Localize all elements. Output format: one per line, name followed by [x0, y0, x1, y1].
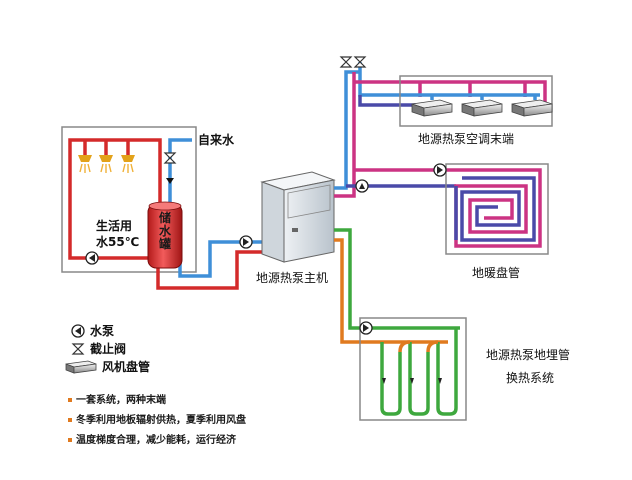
ground-loop-label-2: 换热系统 [506, 371, 555, 385]
pump-icon [433, 163, 447, 177]
domestic-water-label: 生活用 [96, 219, 133, 233]
ground-loop-label-1: 地源热泵地埋管 [486, 348, 571, 362]
tank-to-unit-pipe [178, 240, 262, 278]
pump-icon [359, 321, 373, 335]
water-tank [147, 201, 183, 269]
floor-heating-coil [454, 168, 542, 248]
heat-pump-main-unit [260, 171, 336, 263]
note-item: 一套系统，两种末端 [68, 391, 166, 406]
tank-label: 储 水 罐 [158, 211, 171, 251]
fan-coil-icon [461, 99, 503, 117]
bullet-icon [68, 418, 72, 422]
bullet-icon [68, 398, 72, 402]
pump-icon [355, 179, 369, 193]
ac-feed-pipe-blue [412, 93, 540, 100]
ground-loop-orange-pipe [334, 238, 382, 344]
valve-icon [71, 343, 85, 355]
shower-head-icon [78, 155, 135, 173]
legend-fan-coil-label: 风机盘管 [102, 360, 151, 374]
ground-loop-u-tubes [372, 326, 460, 416]
ac-terminal-frame [399, 75, 553, 127]
fan-coil-icon [65, 360, 97, 374]
floor-heating-frame [445, 163, 549, 255]
main-unit-label: 地源热泵主机 [256, 271, 329, 285]
pump-icon [239, 235, 253, 249]
floor-heating-label: 地暖盘管 [472, 266, 521, 280]
domestic-temp-label: 水55℃ [96, 235, 140, 249]
pump-icon [85, 251, 99, 265]
note-item: 温度梯度合理，减少能耗，运行经济 [68, 431, 236, 446]
ground-loop-green-pipe [334, 228, 372, 330]
ac-terminal-label: 地源热泵空调末端 [418, 132, 515, 146]
fan-coil-icon [511, 99, 553, 117]
valve-icon [353, 56, 367, 68]
valve-icon [339, 56, 353, 68]
valve-icon [163, 152, 177, 164]
fan-coil-icon [411, 99, 453, 117]
pump-icon [71, 324, 85, 338]
legend-pump-label: 水泵 [90, 324, 115, 338]
ground-loop-frame [359, 317, 467, 421]
domestic-water-frame [61, 126, 197, 273]
tap-water-pipe [168, 138, 192, 205]
bullet-icon [68, 438, 72, 442]
tank-return-pipe [156, 250, 262, 290]
tap-water-label: 自来水 [198, 133, 235, 147]
note-item: 冬季利用地板辐射供热，夏季利用风盘 [68, 411, 246, 426]
legend-valve-label: 截止阀 [90, 342, 127, 356]
